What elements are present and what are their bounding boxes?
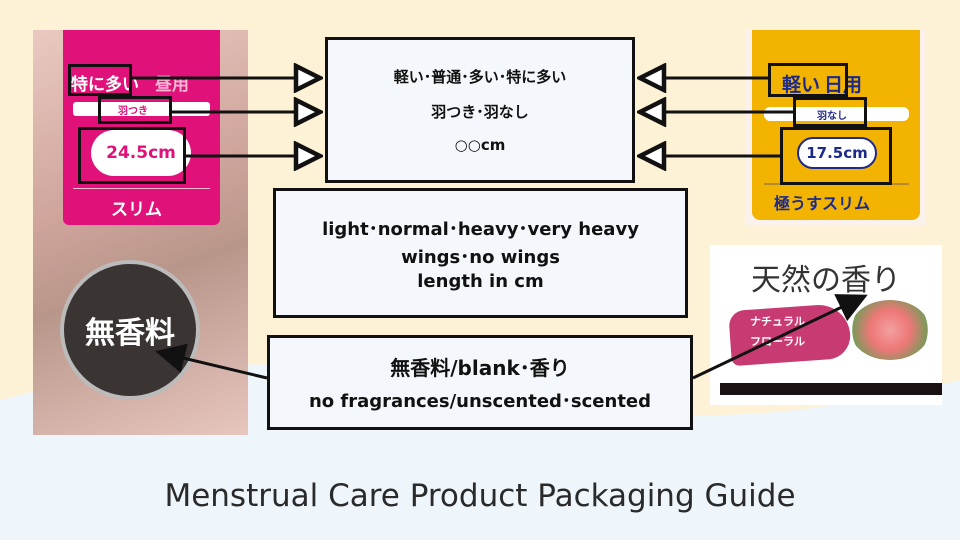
right-package-band: 軽い 日用 羽なし 17.5cm 極うすスリム <box>752 30 920 220</box>
japanese-wing-terms: 羽つき･羽なし <box>431 103 529 121</box>
highlight-flow-left <box>68 64 132 96</box>
highlight-length-left <box>78 127 186 184</box>
english-terms-box: light･normal･heavy･very heavy wings･no w… <box>273 188 688 318</box>
english-flow-terms: light･normal･heavy･very heavy <box>322 218 639 240</box>
right-wings: 羽なし <box>817 111 847 122</box>
flower-bouquet <box>850 300 930 360</box>
scent-terms-box: 無香料/blank･香り no fragrances/unscented･sce… <box>267 335 693 430</box>
japanese-flow-terms: 軽い･普通･多い･特に多い <box>393 68 567 86</box>
highlight-wings-right <box>793 97 867 127</box>
english-length-term: length in cm <box>417 270 544 292</box>
right-flow-suffix: 日用 <box>824 74 863 96</box>
fragrance-tag-1: ナチュラル <box>750 315 805 328</box>
japanese-terms-box: 軽い･普通･多い･特に多い 羽つき･羽なし ○○cm <box>325 37 635 183</box>
left-flow-suffix: 昼用 <box>155 75 189 95</box>
scent-terms-japanese: 無香料/blank･香り <box>390 356 570 380</box>
scent-terms-english: no fragrances/unscented･scented <box>308 391 652 412</box>
japanese-length-term: ○○cm <box>454 136 506 154</box>
left-shape: スリム <box>111 200 162 220</box>
right-flow-label: 軽い <box>782 74 821 96</box>
fragrance-heading: 天然の香り <box>751 263 901 298</box>
unscented-badge: 無香料 <box>60 260 200 400</box>
english-wing-terms: wings･no wings <box>401 246 560 268</box>
left-package-band: 特に多い 昼用 羽つき 24.5cm スリム <box>63 30 220 225</box>
left-wings: 羽つき <box>118 106 148 117</box>
highlight-length-right <box>780 127 892 185</box>
highlight-wings-left <box>98 96 172 124</box>
fragrance-tag-2: フローラル <box>750 335 805 348</box>
left-length: 24.5cm <box>91 130 191 176</box>
page-title: Menstrual Care Product Packaging Guide <box>164 478 796 514</box>
left-flow-label: 特に多い <box>71 75 139 95</box>
right-shape: 極うすスリム <box>774 194 871 213</box>
fragrance-image: 天然の香り ナチュラル フローラル <box>710 245 942 405</box>
highlight-flow-right <box>768 63 848 97</box>
right-length: 17.5cm <box>797 137 877 169</box>
